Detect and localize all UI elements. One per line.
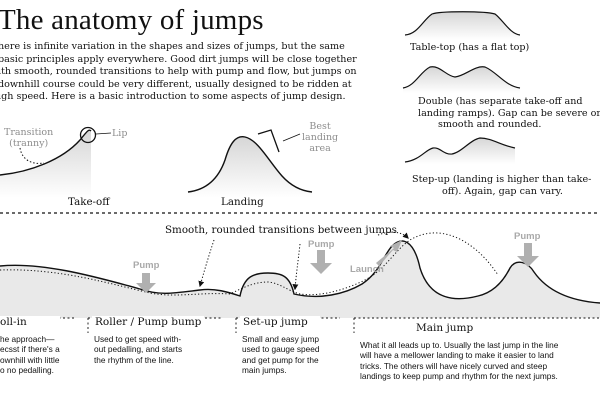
section-line: Small and easy jump [242, 334, 320, 344]
best-landing-line: Best [309, 121, 331, 132]
intro-line: basic principles apply everywhere. Good … [0, 53, 357, 65]
section-body: he approach— ecsst if there's a ownhill … [0, 334, 60, 375]
stepup-label: Step-up (landing is higher than take- of… [412, 174, 600, 197]
section-body: Used to get speed with- out pedalling, a… [92, 334, 204, 365]
pump-arrows [136, 240, 539, 293]
section-roll-in: oll-in he approach— ecsst if there's a o… [0, 316, 60, 375]
pump-label: Pump [308, 239, 335, 250]
section-line: ecsst if there's a [0, 344, 60, 355]
takeoff-label: Take-off [68, 196, 110, 208]
transition-arrow-3 [377, 231, 409, 239]
section-line: landings to keep pump and rhythm for the… [360, 370, 558, 381]
intro-line: igh speed. Here is a basic introduction … [0, 91, 346, 103]
double-label-line: smooth and rounded. [438, 119, 542, 131]
jump-line-shape [0, 240, 600, 318]
section-line: out pedalling, and starts [94, 344, 183, 355]
takeoff-jump-shape [0, 129, 92, 198]
section-line: What it all leads up to. Usually the las… [360, 340, 559, 350]
lip-marker [79, 126, 97, 144]
section-line: tricks. The others will have nicely curv… [360, 360, 548, 371]
intro-line: downhill course could be very different,… [0, 78, 352, 90]
section-line: used to gauge speed [242, 344, 320, 355]
section-body: Small and easy jump used to gauge speed … [240, 334, 320, 375]
section-line: main jumps. [242, 364, 287, 375]
transition-label-line: Transition [4, 127, 54, 138]
transition-label-line: (tranny) [9, 138, 49, 149]
double-label-line: Double (has separate take-off and [418, 96, 583, 107]
transition-arrow-2 [292, 243, 301, 291]
section-heading: Roller / Pump bump [92, 316, 205, 328]
section-main-jump: Main jump What it all leads up to. Usual… [358, 316, 558, 381]
transitions-label: Smooth, rounded transitions between jump… [165, 224, 397, 236]
lip-pointer [95, 132, 112, 135]
section-heading: Set-up jump [240, 316, 320, 328]
section-line: ownhill with little [0, 354, 60, 365]
best-landing-line: landing [302, 132, 339, 143]
tabletop-label: Table-top (has a flat top) [410, 42, 530, 53]
section-setup-jump: Set-up jump Small and easy jump used to … [240, 316, 320, 375]
section-body: What it all leads up to. Usually the las… [358, 340, 558, 381]
section-heading: Main jump [413, 322, 477, 334]
pump-label: Pump [133, 260, 160, 271]
best-landing-line: area [309, 143, 331, 154]
section-roller: Roller / Pump bump Used to get speed wit… [92, 316, 205, 365]
section-heading: oll-in [0, 316, 60, 328]
double-shape [402, 66, 521, 93]
section-line: he approach— [0, 334, 55, 344]
tabletop-shape [404, 11, 521, 40]
page-title: The anatomy of jumps [0, 4, 264, 36]
pump-label: Pump [514, 231, 541, 242]
best-landing-label: Best landing area [302, 121, 338, 154]
double-label: Double (has separate take-off and landin… [418, 96, 600, 131]
section-line: Used to get speed with- [94, 334, 182, 344]
stepup-label-line: off). Again, gap can vary. [442, 185, 563, 197]
stepup-shape [404, 137, 516, 164]
landing-jump-shape [187, 136, 313, 198]
section-line: the rhythm of the line. [94, 354, 174, 365]
lip-label: Lip [112, 128, 128, 139]
intro-line: here is infinite variation in the shapes… [0, 41, 345, 52]
landing-pointer [282, 133, 301, 142]
section-line: will have a mellower landing to make it … [360, 350, 554, 361]
section-line: o no pedalling. [0, 364, 54, 375]
intro-line: ith smooth, rounded transitions to help … [0, 66, 357, 78]
transition-label: Transition (tranny) [4, 127, 53, 149]
intro-paragraph: here is infinite variation in the shapes… [0, 41, 393, 104]
best-landing-bracket [257, 129, 280, 153]
double-label-line: landing ramps). Gap can be severe or [418, 107, 600, 119]
transition-pointer [19, 147, 45, 164]
transition-arrow-1 [198, 239, 215, 288]
section-line: and get pump for the [242, 354, 319, 365]
landing-label: Landing [221, 196, 264, 208]
launch-label: Launch [350, 264, 384, 275]
stepup-label-line: Step-up (landing is higher than take- [412, 174, 592, 185]
